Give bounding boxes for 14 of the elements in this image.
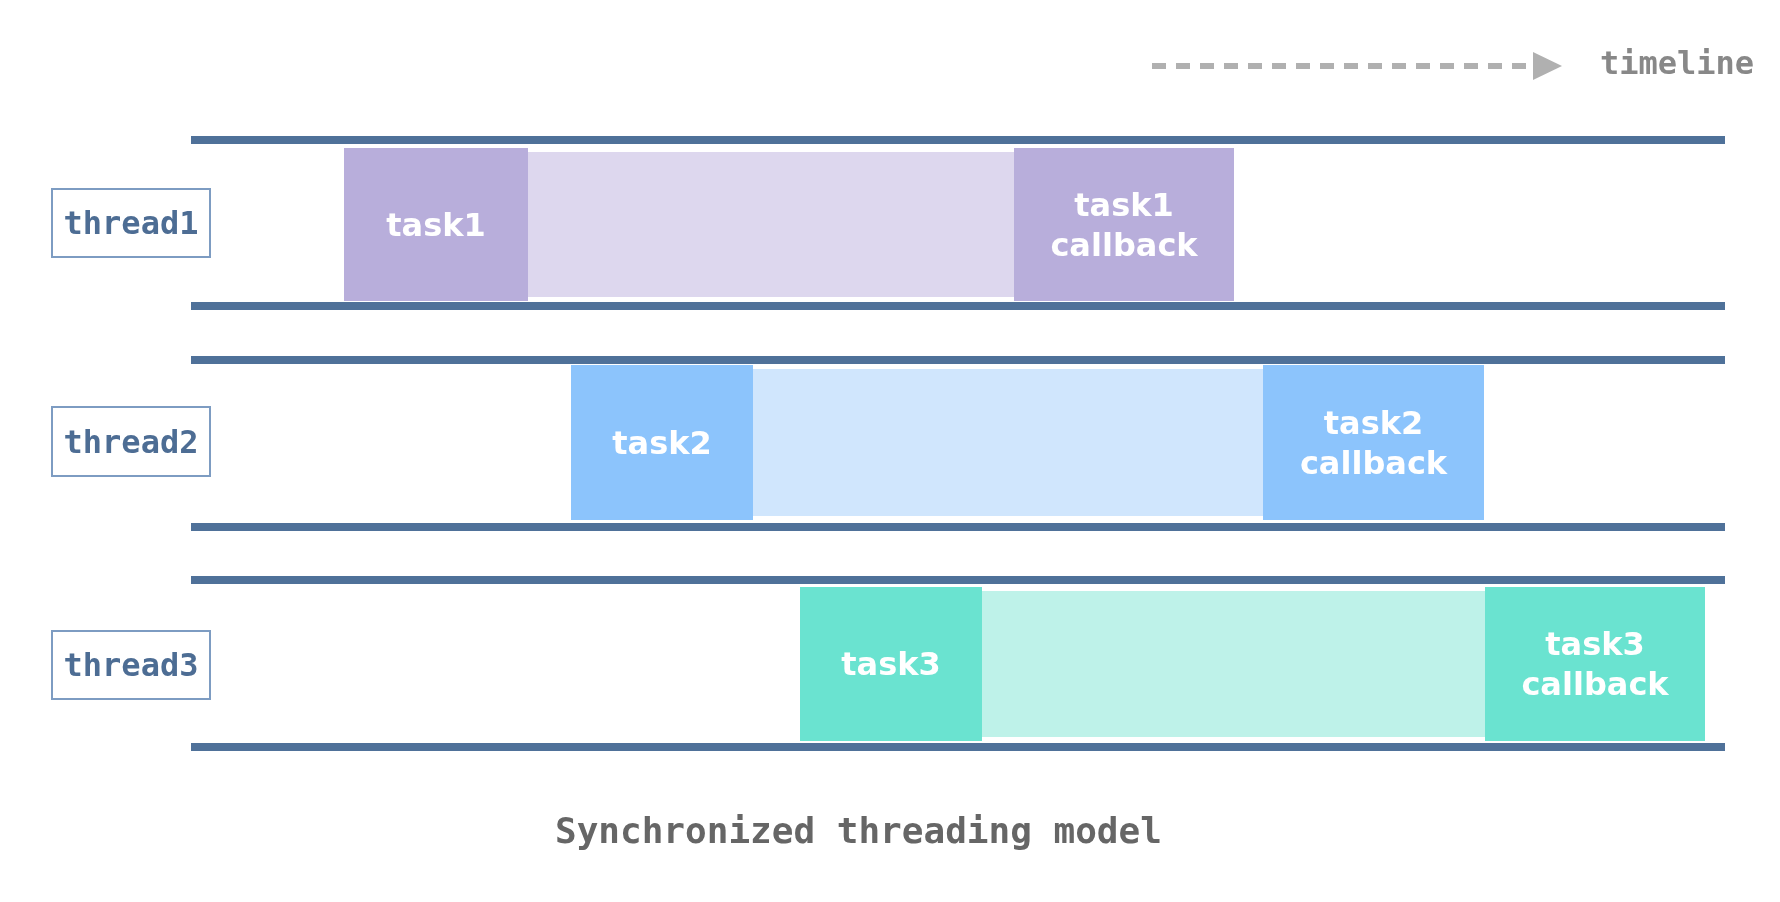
thread-label-box: thread1	[51, 188, 211, 258]
thread-label-box: thread3	[51, 630, 211, 700]
task-block: task3	[800, 587, 982, 741]
task-block: task1	[344, 148, 528, 301]
task-block: task3 callback	[1485, 587, 1705, 741]
task-block: task2 callback	[1263, 365, 1484, 520]
waiting-block	[982, 591, 1485, 737]
axis-label: timeline	[1600, 44, 1755, 82]
waiting-block	[528, 152, 1014, 297]
thread-label-box: thread2	[51, 406, 211, 477]
task-block: task1 callback	[1014, 148, 1234, 301]
waiting-block	[753, 369, 1263, 516]
caption: Synchronized threading model	[555, 810, 1162, 851]
task-block: task2	[571, 365, 753, 520]
